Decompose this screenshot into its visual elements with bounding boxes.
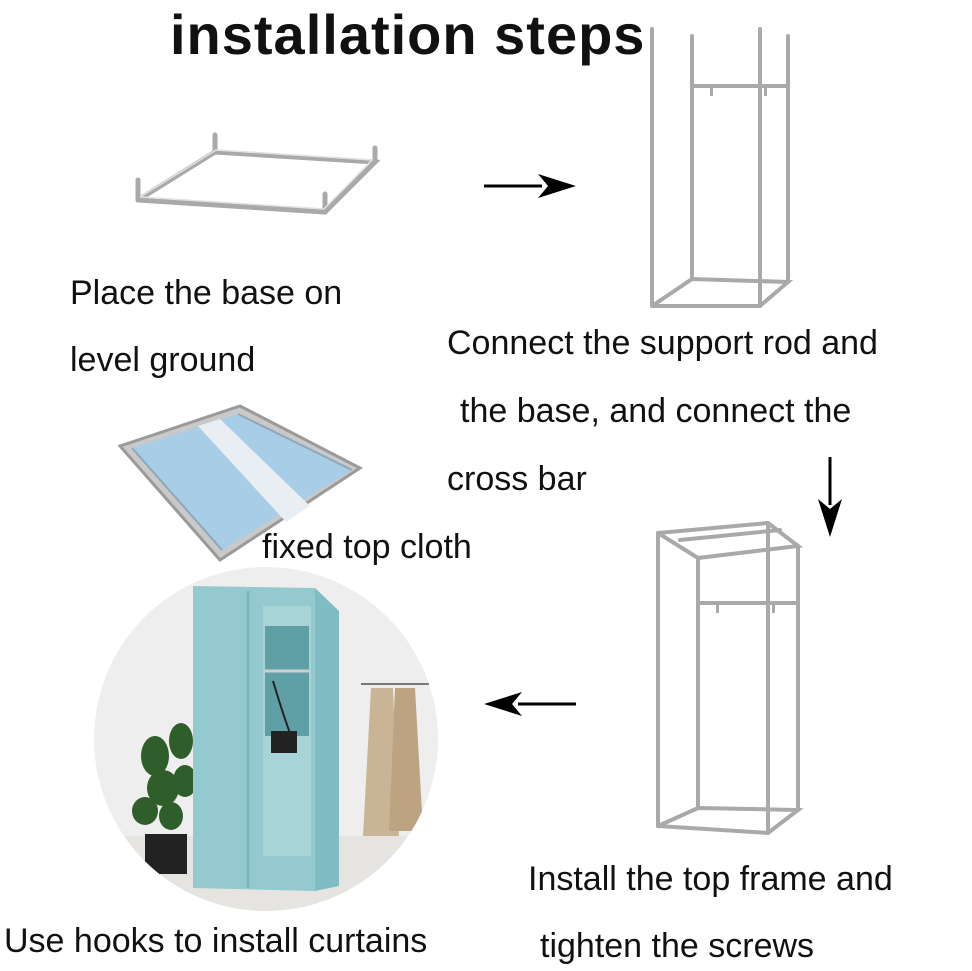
step2-text-line1: Connect the support rod and: [447, 324, 878, 362]
finished-fitting-room-image: [93, 566, 439, 912]
arrow-left-icon: [482, 686, 578, 722]
arrow-down-icon: [812, 455, 848, 539]
support-rod-frame-image: [640, 24, 800, 316]
arrow-right-icon: [482, 168, 578, 204]
step4-text-line2: tighten the screws: [540, 927, 815, 965]
step3-text: fixed top cloth: [262, 528, 472, 566]
step2-text-line2: the base, and connect the: [460, 392, 852, 430]
step5-text: Use hooks to install curtains: [4, 922, 428, 960]
step4-text-line1: Install the top frame and: [528, 860, 893, 898]
top-frame-image: [650, 518, 805, 840]
step1-text-line2: level ground: [70, 341, 256, 379]
step1-text-line1: Place the base on: [70, 274, 343, 312]
base-frame-image: [120, 130, 390, 230]
page-title: installation steps: [170, 3, 646, 66]
step2-text-line3: cross bar: [447, 460, 587, 498]
top-cloth-image: [110, 398, 370, 568]
